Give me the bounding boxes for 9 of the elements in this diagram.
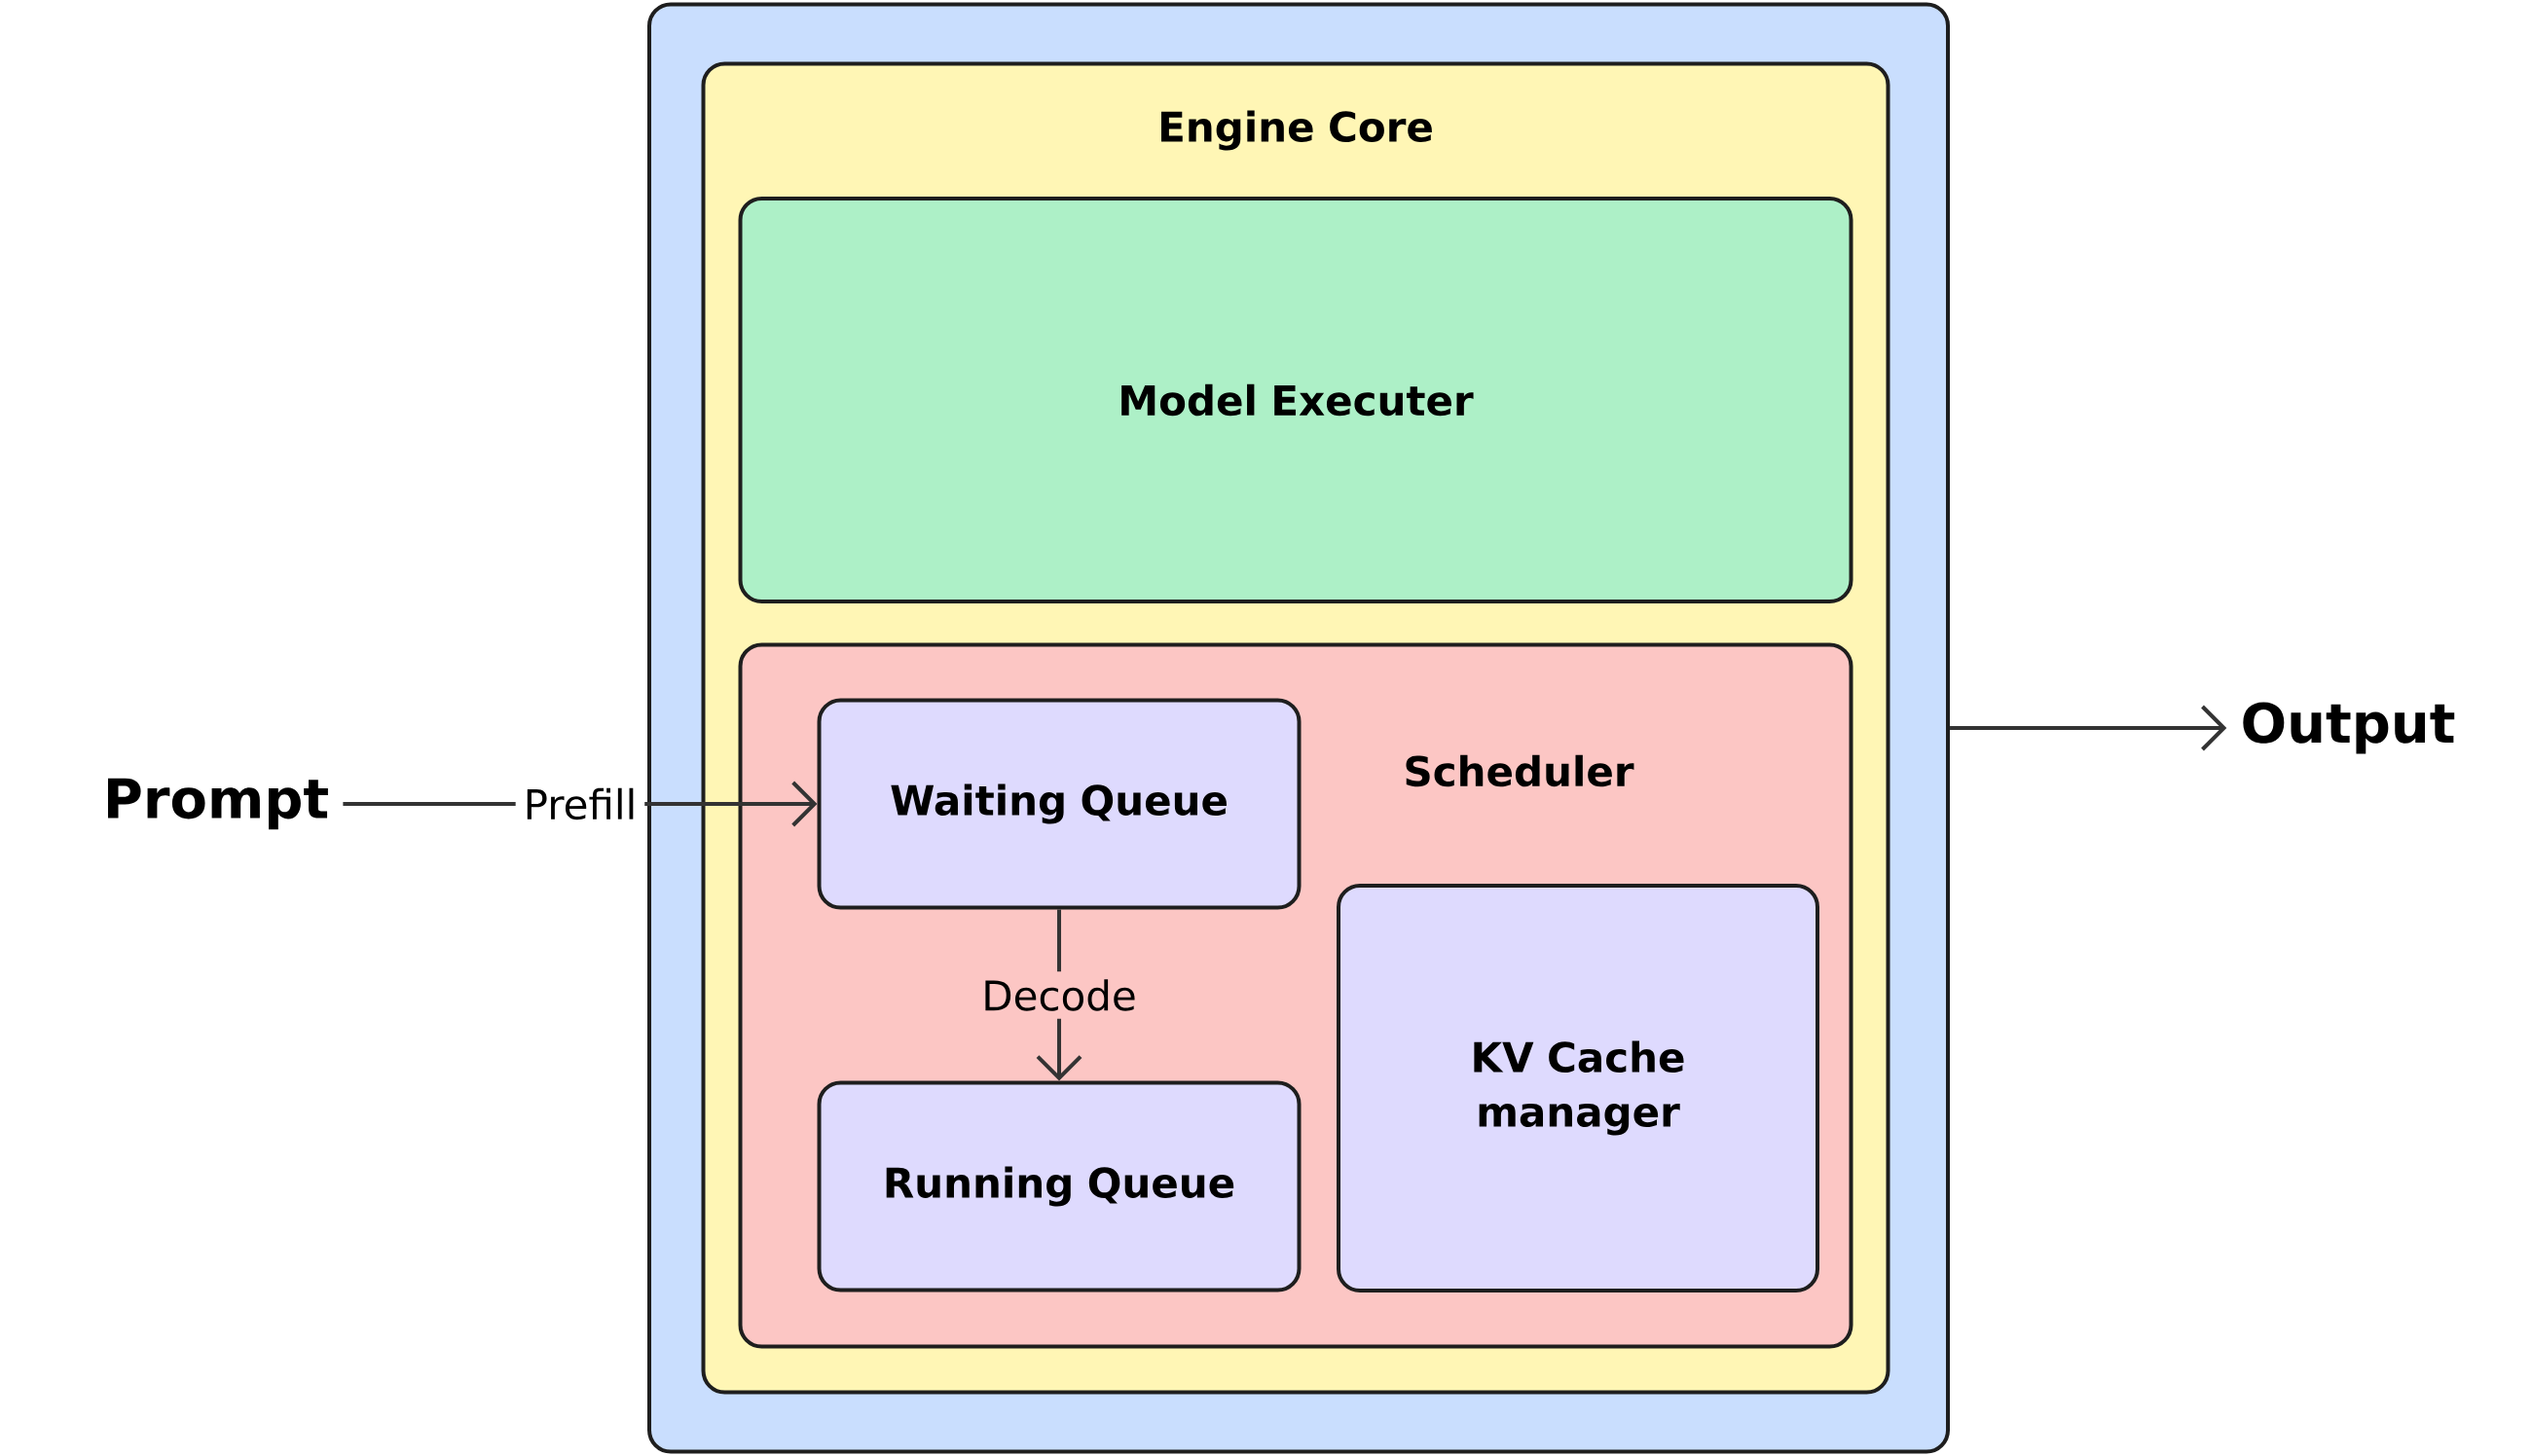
queue-box: Running Queue — [817, 1080, 1302, 1292]
queue-box: Waiting Queue — [817, 698, 1302, 910]
input-label: Prompt — [108, 778, 328, 830]
edge-label: Decode — [973, 971, 1145, 1019]
process-box: KV Cache manager — [1337, 884, 1819, 1292]
process-box: Model Executer — [738, 197, 1853, 603]
output-label: Output — [2243, 702, 2455, 754]
arrow — [1950, 705, 2227, 751]
edge-label: Prefill — [515, 780, 645, 828]
